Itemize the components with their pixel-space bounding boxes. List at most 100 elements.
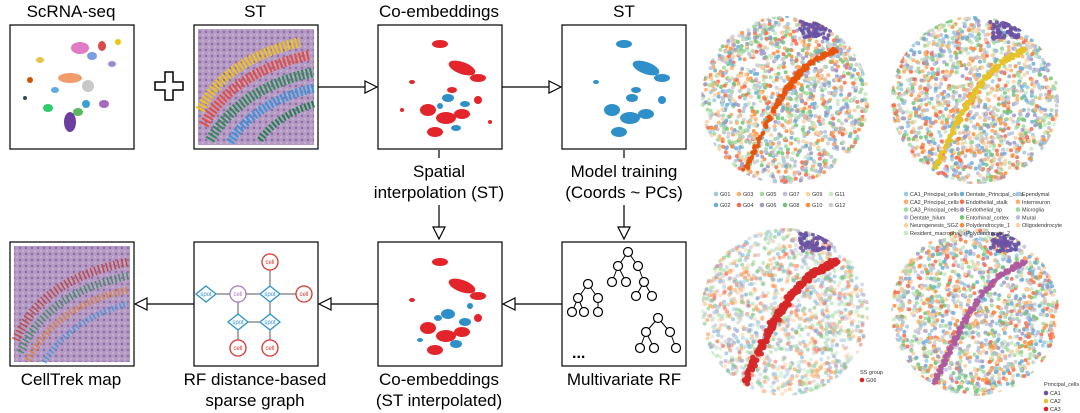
legend-swatch [959,191,965,197]
coemb-top-title: Co-embeddings [379,2,499,21]
ellipsis-text: ... [572,345,585,362]
map-bottom-left [701,228,869,396]
legend-swatch [805,191,811,197]
plus-icon [154,71,184,101]
st-right-panel [561,24,687,150]
legend-swatch [713,191,719,197]
legend-swatch [1015,207,1021,212]
scrna-title: ScRNA-seq [27,2,116,21]
legend-swatch [903,199,909,205]
coemb-bottom-line2: (ST interpolated) [376,391,502,410]
spot-node [258,313,282,331]
legend-label: G11 [835,192,845,198]
legend-label: Endothelial_stalk [966,200,1008,206]
legend-label: G07 [789,192,799,198]
legend-label: Mural [1022,215,1036,221]
legend-swatch [759,202,765,208]
legend-label: G02 [720,203,730,209]
legend-swatch [782,191,788,197]
coemb-top-panel [377,24,503,150]
legend-label: G04 [743,203,753,209]
cell-node [295,285,313,303]
coemb-bottom-line1: Co-embeddings [379,370,499,389]
svg-text:spot: spot [264,320,276,326]
svg-text:cell: cell [233,292,242,298]
legend-label: Interneuron [1022,200,1050,206]
st-left-panel [193,24,319,150]
svg-text:cell: cell [299,292,308,298]
legend-swatch [828,202,834,208]
legend-swatch [959,199,965,205]
legend-label: Resident_macrophage [910,231,965,237]
spot-node [258,285,282,303]
legend-label: Microglia [1022,208,1045,214]
legend-label: Polydendrocyte_1 [966,223,1010,229]
scrna-panel [9,24,135,150]
legend-label: G08 [789,203,799,209]
legend-swatch [959,207,965,212]
map-top-left [701,16,869,184]
rf-graph-line1: RF distance-based [184,370,327,389]
legend-label: Oligodendrocyte [1022,223,1062,229]
st-left-title: ST [244,2,266,21]
legend-swatch [736,191,742,197]
model-training-line2: (Coords ~ PCs) [565,183,683,202]
legend-label: Dentate_Principal_cells [966,192,1024,198]
legend-label: G01 [720,192,730,198]
rf-graph-panel: spot spot spot spot cell cell cell cell … [193,241,319,367]
legend-label: Polydendrocyte_2 [966,231,1010,237]
legend-swatch [805,202,811,208]
st-spots [195,37,316,145]
legend-swatch [959,222,965,228]
legend-label: G10 [812,203,822,209]
svg-text:cell: cell [265,260,274,266]
legend-label: G03 [743,192,753,198]
legend-swatch [1015,191,1021,197]
cell-node [229,285,247,303]
map-bottom-right [891,228,1059,396]
coemb-bottom-panel [377,241,503,367]
svg-text:spot: spot [264,292,276,298]
legend-label: G12 [835,203,845,209]
cell-node [261,339,279,357]
legend-swatch [903,215,909,220]
legend-label: Dentate_hilum [910,215,946,221]
celltrek-title: CellTrek map [21,370,121,389]
legend-swatch [959,230,965,236]
svg-text:cell: cell [233,346,242,352]
legend-label: CA3_Principal_cells [910,208,959,214]
legend-label: G05 [766,192,776,198]
scrna-clusters [23,39,121,132]
model-training-line1: Model training [571,162,678,181]
svg-text:cell: cell [265,346,274,352]
legend-swatch [903,191,909,197]
celltrek-panel [9,241,135,367]
legend-label: G09 [812,192,822,198]
legend-label: Neurogenesis_SGZ [910,223,959,229]
legend-label: CA1_Principal_cells [910,192,959,198]
cell-node [229,339,247,357]
legend-swatch [828,191,834,197]
map-top-right [891,16,1059,184]
legend-label: G06 [766,203,776,209]
legend-swatch [782,202,788,208]
legend-swatch [1015,222,1021,228]
multivariate-rf-panel: ... [561,241,687,367]
legend-swatch [1015,199,1021,205]
legend-label: Entorhinal_cortex [966,215,1009,221]
spatial-interp-line2: interpolation (ST) [374,183,504,202]
legend-swatch [759,191,765,197]
spot-node [226,313,250,331]
legend-swatch [713,202,719,208]
legend-swatch [903,222,909,228]
rf-graph-line2: sparse graph [205,391,304,410]
legend-bottom-left: SS group G06 [859,370,883,384]
legend-label: CA2_Principal_cells [910,200,959,206]
spatial-interp-line1: Spatial [413,162,465,181]
spot-node [194,285,218,303]
legend-swatch [903,207,909,212]
legend-label: Endothelial_tip [966,208,1002,214]
